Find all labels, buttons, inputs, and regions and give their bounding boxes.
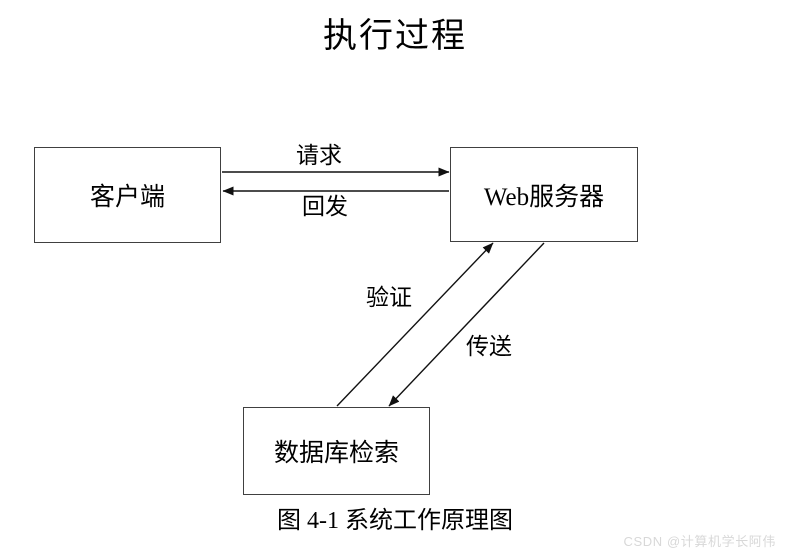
edge-label-transfer: 传送 — [466, 334, 512, 359]
watermark: CSDN @计算机学长阿伟 — [623, 534, 776, 549]
edge-label-verify: 验证 — [366, 285, 412, 310]
node-webserver-label: Web服务器 — [483, 183, 605, 211]
node-database-label: 数据库检索 — [273, 440, 399, 467]
node-client-label: 客户端 — [89, 184, 165, 211]
edge-label-postback: 回发 — [302, 194, 348, 219]
figure-caption: 图 4-1 系统工作原理图 — [277, 508, 513, 534]
edge-transfer-line — [388, 242, 545, 407]
page-title: 执行过程 — [323, 18, 467, 55]
node-database[interactable]: 数据库检索 — [243, 407, 430, 495]
node-client[interactable]: 客户端 — [34, 147, 221, 243]
node-webserver[interactable]: Web服务器 — [450, 147, 638, 242]
edge-label-request: 请求 — [296, 143, 342, 168]
edge-verify-line — [336, 242, 494, 407]
